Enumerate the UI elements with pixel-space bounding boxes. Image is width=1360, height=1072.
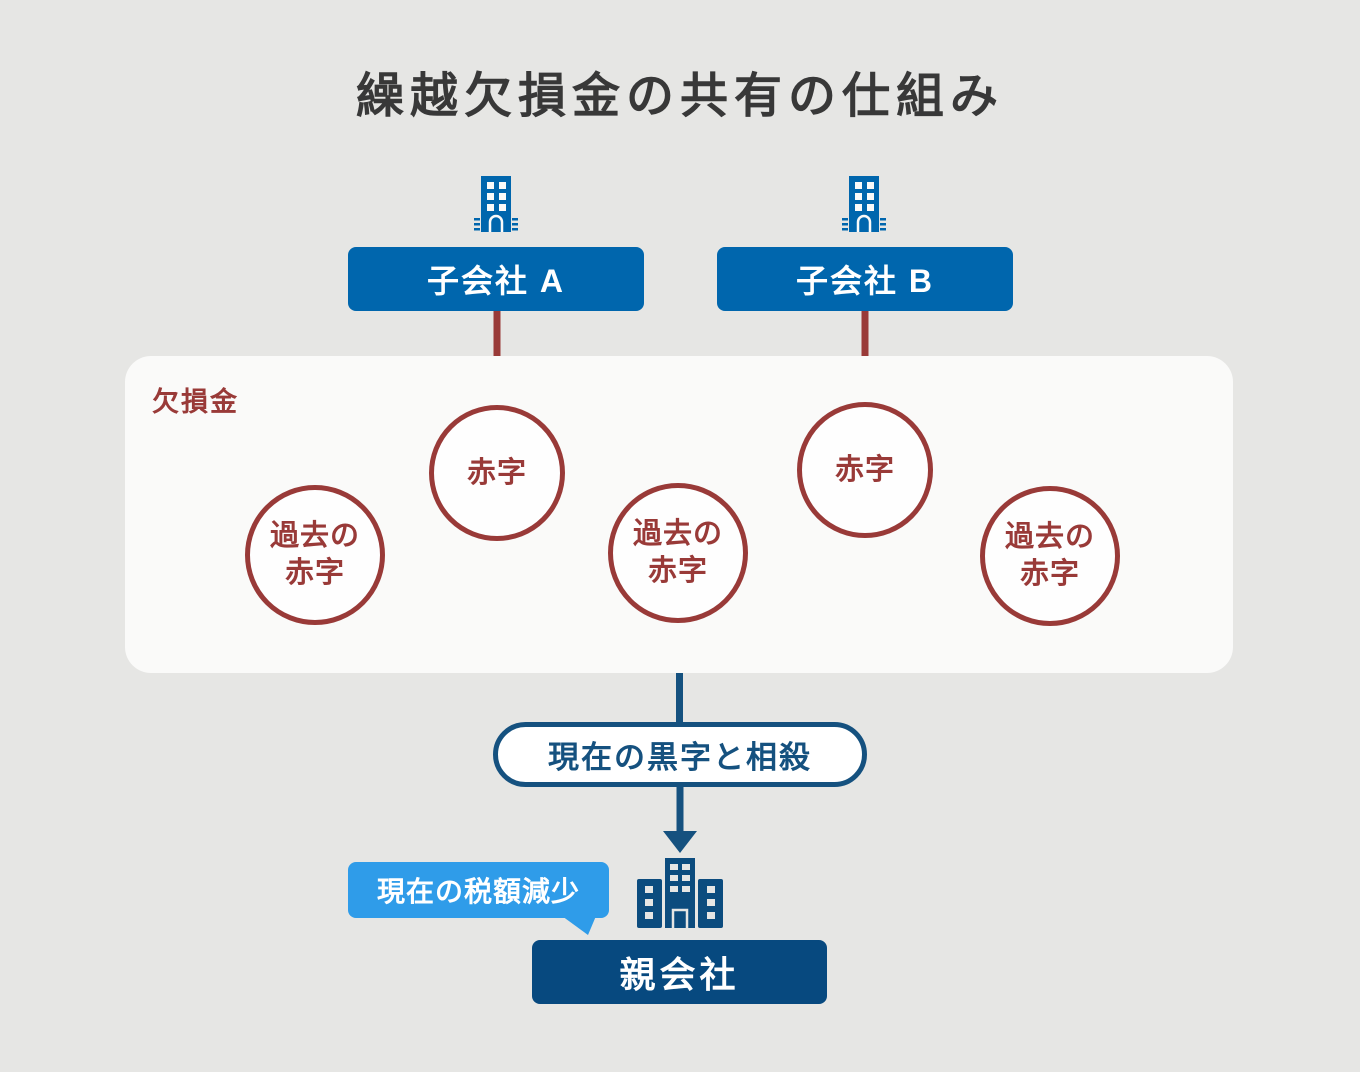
deficit-circle: 赤字 — [429, 405, 565, 541]
tax-reduction-label: 現在の税額減少 — [376, 876, 580, 907]
office-building-icon — [474, 176, 518, 232]
tax-reduction-callout: 現在の税額減少 — [348, 862, 609, 918]
loss-panel-label: 欠損金 — [152, 387, 239, 417]
subsidiary-a-box: 子会社 A — [348, 247, 644, 311]
page-title: 繰越欠損金の共有の仕組み — [355, 70, 1004, 123]
parent-company-box: 親会社 — [532, 940, 827, 1004]
offset-pill-label: 現在の黒字と相殺 — [548, 740, 812, 775]
subsidiary-b-box: 子会社 B — [717, 247, 1013, 311]
headquarters-building-icon — [637, 858, 723, 928]
office-building-icon — [842, 176, 886, 232]
parent-company-label: 親会社 — [619, 954, 740, 995]
past-deficit-circle: 過去の 赤字 — [245, 485, 385, 625]
offset-pill: 現在の黒字と相殺 — [493, 722, 867, 787]
arrow-down-icon — [663, 787, 697, 853]
deficit-circle: 赤字 — [797, 402, 933, 538]
connector-line — [676, 673, 683, 723]
past-deficit-circle: 過去の 赤字 — [980, 486, 1120, 626]
subsidiary-b-label: 子会社 B — [795, 263, 934, 299]
subsidiary-a-label: 子会社 A — [426, 263, 565, 299]
past-deficit-circle: 過去の 赤字 — [608, 483, 748, 623]
callout-tail-icon — [562, 916, 596, 935]
